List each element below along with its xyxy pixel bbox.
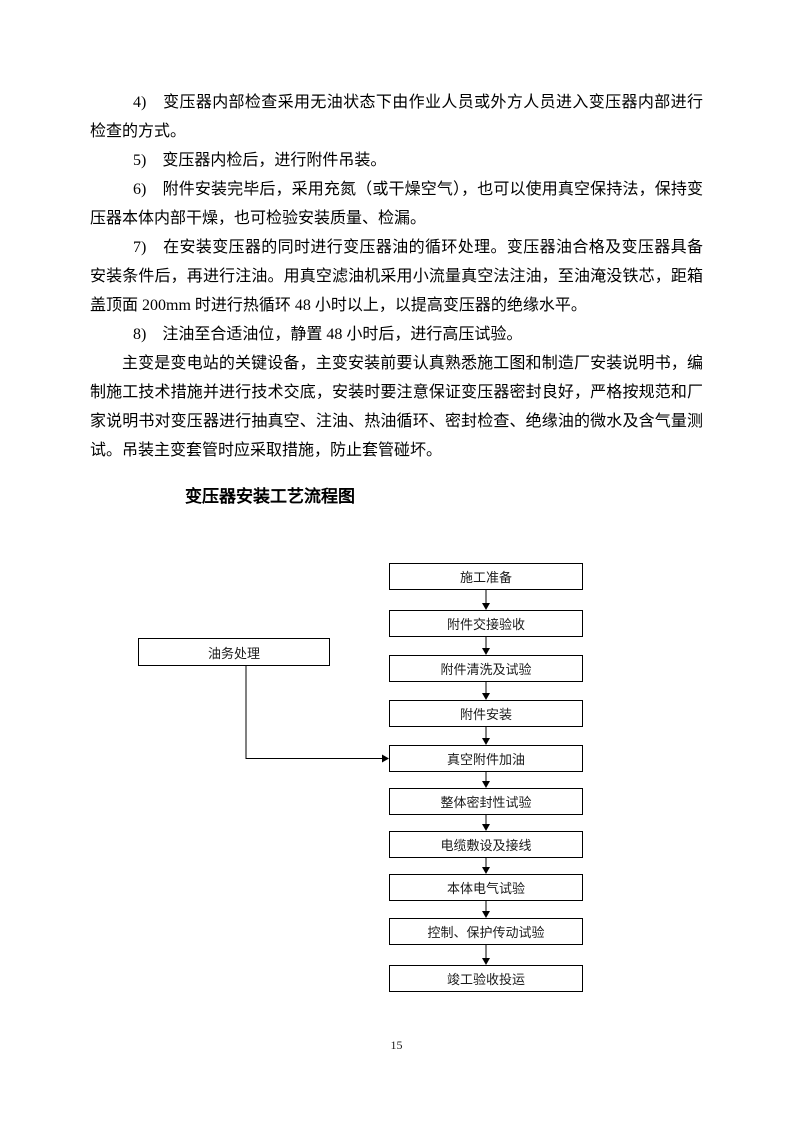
- down-arrow: [482, 590, 490, 965]
- page-number: 15: [390, 1038, 403, 1052]
- flowchart-node-vacuum-oil-filling: 真空附件加油: [389, 745, 583, 772]
- list-item-6: 6) 附件安装完毕后，采用充氮（或干燥空气），也可以使用真空保持法，保持变压器本…: [90, 181, 703, 227]
- flowchart-node-body-electrical-test: 本体电气试验: [389, 874, 583, 901]
- flowchart-node-construction-preparation: 施工准备: [389, 563, 583, 590]
- side-connector-arrow: [245, 666, 389, 763]
- list-item-5: 5) 变压器内检后，进行附件吊装。: [133, 152, 387, 169]
- flowchart-node-accessories-cleaning-test: 附件清洗及试验: [389, 655, 583, 682]
- body-paragraph: 主变是变电站的关键设备，主变安装前要认真熟悉施工图和制造厂安装说明书，编制施工技…: [90, 355, 703, 459]
- flowchart-node-cable-laying-wiring: 电缆敷设及接线: [389, 831, 583, 858]
- list-item-4: 4) 变压器内部检查采用无油状态下由作业人员或外方人员进入变压器内部进行检查的方…: [90, 94, 703, 140]
- list-item-7: 7) 在安装变压器的同时进行变压器油的循环处理。变压器油合格及变压器具备安装条件…: [90, 239, 703, 314]
- flowchart-node-accessories-installation: 附件安装: [389, 700, 583, 727]
- flowchart-node-completion-acceptance: 竣工验收投运: [389, 965, 583, 992]
- flowchart-node-accessories-handover: 附件交接验收: [389, 610, 583, 637]
- list-item-8: 8) 注油至合适油位，静置 48 小时后，进行高压试验。: [133, 326, 523, 343]
- flowchart-connectors: [245, 590, 490, 965]
- body-text: 4) 变压器内部检查采用无油状态下由作业人员或外方人员进入变压器内部进行检查的方…: [90, 88, 703, 511]
- flowchart-title: 变压器安装工艺流程图: [185, 487, 355, 506]
- flowchart-node-overall-seal-test: 整体密封性试验: [389, 788, 583, 815]
- flowchart-node-oil-treatment: 油务处理: [138, 638, 330, 666]
- installation-flowchart: 油务处理 施工准备 附件交接验收 附件清洗及试验 附件安装 真空附件加油 整体密…: [0, 555, 793, 1015]
- flowchart-node-control-protection-test: 控制、保护传动试验: [389, 918, 583, 945]
